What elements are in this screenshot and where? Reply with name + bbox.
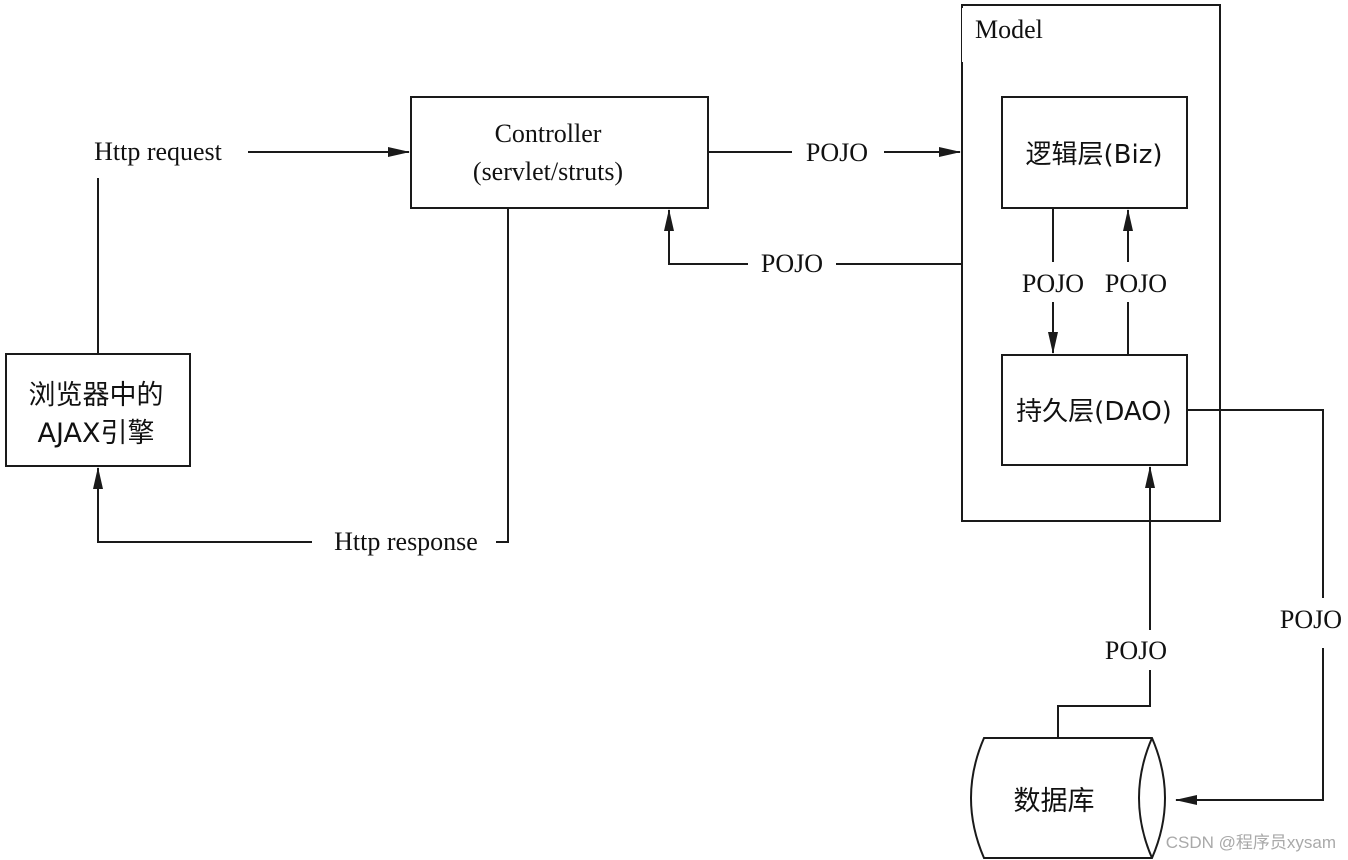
dao-layer-box	[1001, 354, 1188, 466]
controller-label-line2: (servlet/struts)	[473, 157, 623, 186]
database-cylinder-inner-edge	[1138, 737, 1153, 859]
dao-layer-label: 持久层(DAO)	[1016, 397, 1172, 427]
biz-layer-label: 逻辑层(Biz)	[1026, 140, 1163, 170]
dao-to-db-label: POJO	[1280, 605, 1342, 634]
controller-to-model-label: POJO	[806, 138, 868, 167]
browser-ajax-label-line2: AJAX引擎	[38, 418, 155, 449]
model-label: Model	[975, 15, 1043, 44]
dao-to-db-arrow	[1175, 648, 1324, 805]
db-to-dao-label: POJO	[1105, 636, 1167, 665]
dao-to-db-edge-top	[1187, 409, 1324, 598]
http-response-edge-right	[496, 208, 509, 543]
model-to-controller-label: POJO	[761, 249, 823, 278]
model-to-controller-arrow	[664, 209, 748, 265]
dao-to-biz-label: POJO	[1105, 269, 1167, 298]
biz-to-dao-label: POJO	[1022, 269, 1084, 298]
http-response-arrow	[93, 467, 312, 543]
model-label-background	[962, 8, 1058, 62]
http-request-label: Http request	[94, 137, 223, 166]
controller-box	[410, 96, 709, 209]
controller-label-line1: Controller	[495, 119, 602, 148]
http-response-label: Http response	[334, 527, 478, 556]
csdn-watermark: CSDN @程序员xysam	[1166, 833, 1336, 852]
db-to-dao-edge-bottom	[1057, 670, 1151, 738]
database-label: 数据库	[1014, 786, 1095, 817]
biz-layer-box	[1001, 96, 1188, 209]
browser-ajax-label-line1: 浏览器中的	[29, 380, 164, 411]
